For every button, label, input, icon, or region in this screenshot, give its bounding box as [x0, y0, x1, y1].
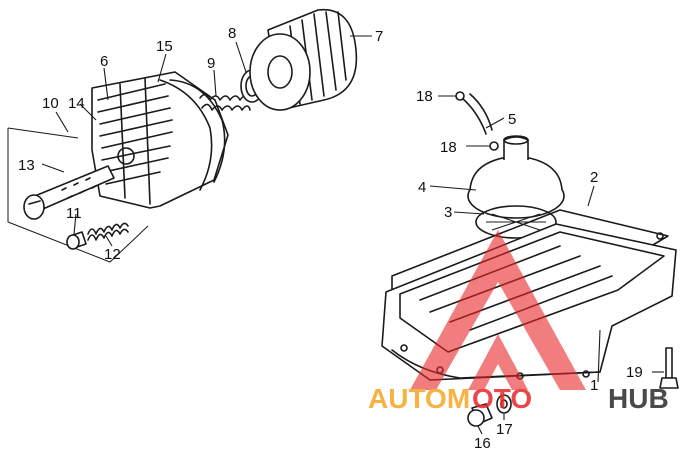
callout-8: 8: [228, 25, 236, 42]
watermark: AUTOM OTO HUB: [368, 230, 669, 414]
callout-4: 4: [418, 179, 426, 196]
callout-9: 9: [207, 55, 215, 72]
callout-10: 10: [42, 95, 59, 112]
watermark-logo: [410, 230, 586, 390]
watermark-text-right: HUB: [608, 383, 669, 414]
screen-3: [475, 205, 557, 239]
oil-filter-7: [249, 8, 358, 111]
callout-3: 3: [444, 204, 452, 221]
callout-11: 11: [66, 205, 82, 222]
bolt-19: [659, 347, 679, 389]
strainer-4: [467, 135, 565, 219]
callout-5: 5: [508, 111, 516, 128]
bolt-13: [23, 165, 115, 220]
callout-2: 2: [590, 169, 598, 186]
callout-19: 19: [626, 364, 643, 381]
callout-labels: 1 2 3 4 5 6 7 8 9 10 11 12 13 14 15 16 1…: [18, 25, 643, 452]
callout-14: 14: [68, 95, 85, 112]
cap-11: [66, 231, 87, 250]
callout-7: 7: [375, 28, 383, 45]
callout-12: 12: [104, 246, 121, 263]
callout-15: 15: [156, 38, 173, 55]
leader-lines: [41, 35, 664, 435]
spring-9: [199, 93, 251, 111]
callout-16: 16: [474, 435, 491, 452]
callout-18b: 18: [440, 139, 457, 156]
callout-13: 13: [18, 157, 35, 174]
oil-cooler-assembly: [7, 8, 358, 263]
watermark-text-left: AUTOM: [368, 383, 470, 414]
washer-17: [496, 394, 512, 414]
callout-1: 1: [590, 377, 598, 394]
callout-6: 6: [100, 53, 108, 70]
callout-18a: 18: [416, 88, 433, 105]
watermark-text-middle: OTO: [472, 383, 532, 414]
spring-12: [87, 222, 129, 241]
drain-bolt-16: [467, 403, 493, 427]
callout-17: 17: [496, 421, 513, 438]
